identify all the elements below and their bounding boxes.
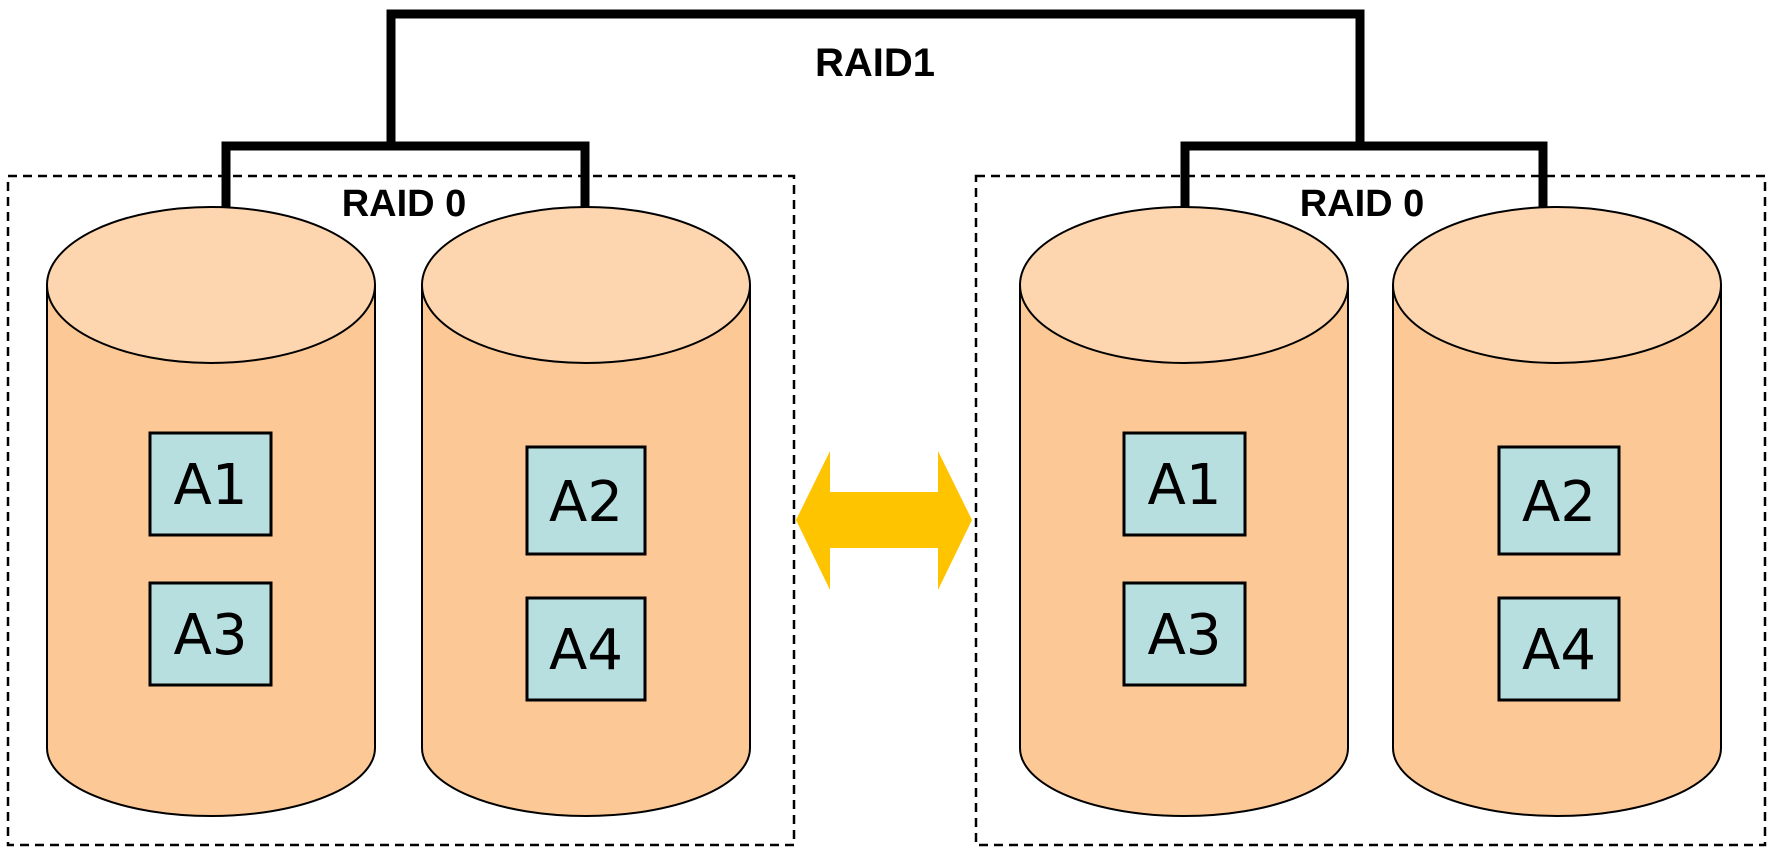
svg-text:A3: A3	[1148, 603, 1222, 668]
data-block: A4	[1497, 596, 1621, 702]
data-block: A2	[525, 445, 647, 556]
raid0-right-label: RAID 0	[1300, 183, 1425, 225]
disk-right-1: A1 A3	[1019, 206, 1349, 817]
disk-left-1: A1 A3	[46, 206, 376, 817]
svg-text:A3: A3	[174, 603, 248, 668]
disk-top	[46, 206, 376, 364]
disk-top	[1392, 206, 1722, 364]
data-block: A2	[1497, 445, 1621, 556]
double-headed-arrow-icon	[796, 451, 972, 590]
svg-text:A4: A4	[1522, 618, 1596, 683]
svg-text:A4: A4	[549, 618, 623, 683]
raid0-group-left: RAID 0 A1 A3 A2 A4	[6, 141, 796, 847]
disk-body	[46, 284, 376, 817]
svg-text:A1: A1	[174, 453, 248, 518]
disk-left-2: A2 A4	[421, 206, 751, 817]
data-block: A3	[148, 581, 273, 687]
data-block: A3	[1122, 581, 1247, 687]
data-block: A1	[1122, 431, 1247, 537]
disk-top	[1019, 206, 1349, 364]
svg-text:A2: A2	[549, 470, 623, 535]
data-block: A4	[525, 596, 647, 702]
svg-text:A2: A2	[1522, 470, 1596, 535]
raid0-group-right: RAID 0 A1 A3 A2 A4	[974, 141, 1767, 847]
raid0-left-label: RAID 0	[342, 183, 467, 225]
raid1-label: RAID1	[815, 41, 935, 85]
disk-top	[421, 206, 751, 364]
raid0-group-right-border	[974, 174, 1767, 847]
raid0-group-left-border	[6, 174, 796, 847]
disk-body	[1019, 284, 1349, 817]
data-block: A1	[148, 431, 273, 537]
svg-text:A1: A1	[1148, 453, 1222, 518]
disk-right-2: A2 A4	[1392, 206, 1722, 817]
raid1-connector	[386, 9, 1365, 146]
